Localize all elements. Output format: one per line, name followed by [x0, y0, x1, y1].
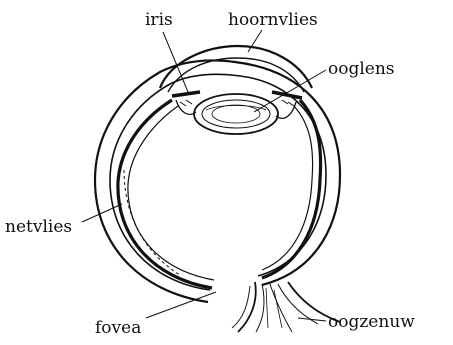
lens	[194, 94, 278, 134]
optic-nerve	[232, 282, 340, 332]
label-lens: ooglens	[328, 59, 395, 79]
label-fovea: fovea	[95, 318, 141, 338]
label-cornea: hoornvlies	[228, 10, 318, 30]
retina	[118, 100, 321, 288]
leader-lens	[254, 70, 326, 112]
label-retina: netvlies	[5, 217, 72, 237]
cornea	[160, 46, 312, 92]
label-iris: iris	[145, 10, 173, 30]
label-optic-nerve: oogzenuw	[328, 312, 415, 332]
leader-iris	[163, 32, 188, 92]
